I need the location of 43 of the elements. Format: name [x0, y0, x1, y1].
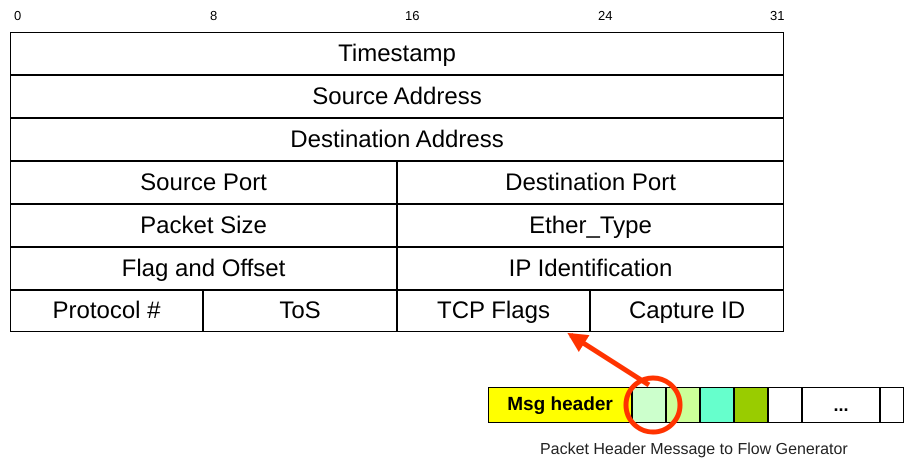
message-cell: [700, 387, 734, 423]
field-name: Source Address: [312, 82, 482, 110]
field-name: Destination Port: [505, 168, 676, 196]
field-name: ToS: [279, 297, 321, 325]
node-label: Packet Header Message to Flow Generator: [540, 441, 848, 459]
bit-index: 8: [210, 8, 218, 23]
message-cell: [768, 387, 802, 423]
field-cell: [10, 75, 784, 118]
bit-index: 24: [598, 8, 612, 23]
field-cell: [203, 290, 397, 332]
field-cell: [10, 247, 397, 290]
field-cell: [397, 161, 784, 204]
message-cell: [880, 387, 904, 423]
message-cell: [734, 387, 768, 423]
arrow: [567, 332, 650, 388]
bit-index: 16: [405, 8, 420, 23]
field-name: Destination Address: [290, 126, 504, 154]
ellipsis: ...: [833, 394, 848, 416]
field-cell: [397, 247, 784, 290]
field-cell: [488, 387, 632, 423]
packet-format-table: [10, 32, 784, 332]
field-name: Source Port: [140, 168, 267, 196]
field-cell: [802, 387, 880, 423]
field-cell: [10, 118, 784, 161]
message-cell: [632, 387, 666, 423]
field-name: TCP Flags: [437, 297, 550, 325]
field-cell: [590, 290, 784, 332]
field-cell: [397, 204, 784, 247]
field-name: Flag and Offset: [122, 254, 286, 282]
field-cell: [397, 290, 590, 332]
bit-index: 0: [14, 8, 22, 23]
field-cell: [10, 32, 784, 75]
field-name: Ether_Type: [529, 212, 652, 240]
field-name: Packet Size: [140, 212, 267, 240]
field-name: Protocol #: [52, 297, 161, 325]
field-cell: [10, 290, 203, 332]
field-name: IP Identification: [508, 254, 672, 282]
header-label: Msg header: [507, 394, 613, 416]
bit-index: 31: [770, 8, 784, 23]
field-cell: [10, 161, 397, 204]
field-name: Capture ID: [628, 297, 746, 325]
field-name: Timestamp: [338, 40, 456, 68]
field-cell: [10, 204, 397, 247]
